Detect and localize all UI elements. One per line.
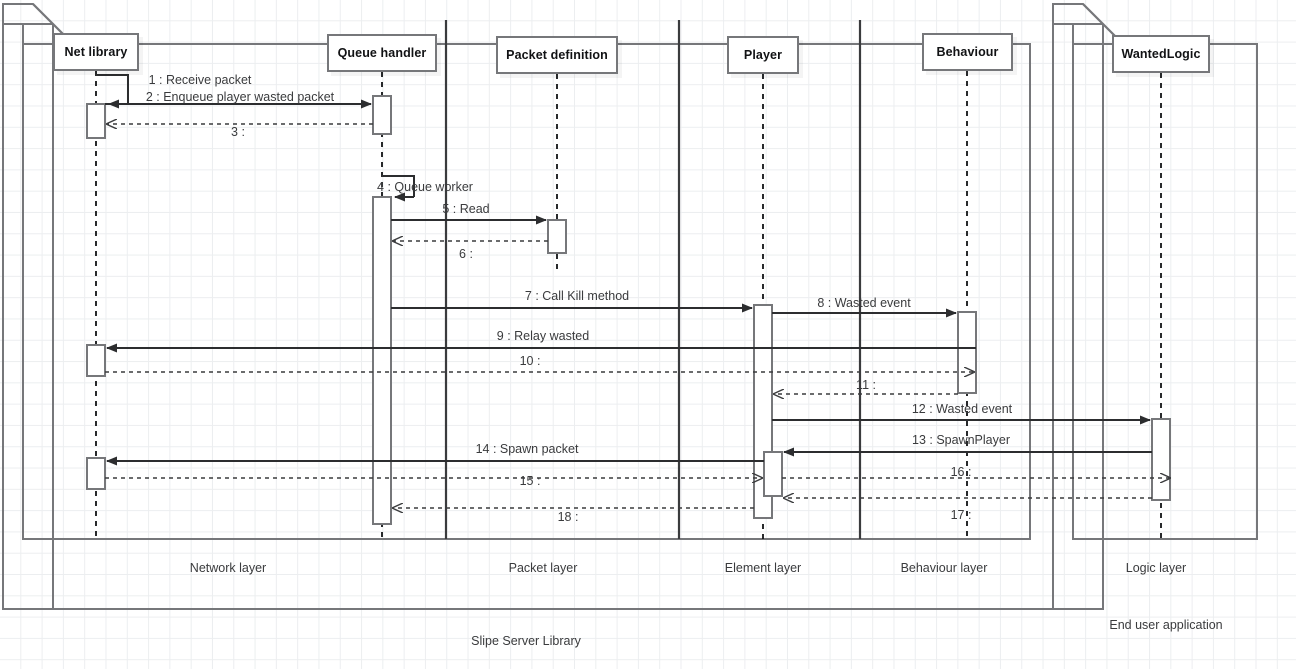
lifeline-header-queue-handler[interactable]: Queue handler bbox=[327, 34, 437, 72]
layer-caption-network-layer: Network layer bbox=[189, 561, 267, 575]
message-label-17: 17 : bbox=[950, 508, 972, 522]
message-label-15: 15 : bbox=[519, 474, 541, 488]
message-label-5: 5 : Read bbox=[442, 202, 490, 216]
message-label-7: 7 : Call Kill method bbox=[524, 289, 630, 303]
layer-caption-element-layer: Element layer bbox=[724, 561, 802, 575]
message-label-3: 3 : bbox=[231, 125, 245, 139]
lifeline-header-net-library[interactable]: Net library bbox=[53, 33, 139, 71]
activation-net-library-1 bbox=[86, 103, 106, 139]
activation-packet-def-1 bbox=[547, 219, 567, 254]
message-label-9: 9 : Relay wasted bbox=[496, 329, 590, 343]
frame-caption-slipe-server-library: Slipe Server Library bbox=[471, 634, 581, 648]
frame-end-user-application bbox=[1052, 3, 1104, 610]
message-label-4: 4 : Queue worker bbox=[377, 180, 473, 194]
layer-caption-behaviour-layer: Behaviour layer bbox=[900, 561, 988, 575]
message-label-13: 13 : SpawnPlayer bbox=[912, 433, 1010, 447]
lifeline-header-behaviour[interactable]: Behaviour bbox=[922, 33, 1013, 71]
lifeline-header-packet-definition[interactable]: Packet definition bbox=[496, 36, 618, 74]
layer-caption-logic-layer: Logic layer bbox=[1125, 561, 1187, 575]
activation-queue-handler-2 bbox=[372, 196, 392, 525]
activation-net-library-2 bbox=[86, 344, 106, 377]
message-label-16: 16 : bbox=[950, 465, 972, 479]
lifeline-header-player[interactable]: Player bbox=[727, 36, 799, 74]
message-4-queue-worker bbox=[382, 175, 415, 202]
message-label-10: 10 : bbox=[519, 354, 541, 368]
message-label-8: 8 : Wasted event bbox=[817, 296, 911, 310]
activation-bars bbox=[86, 95, 1171, 525]
activation-wanted-logic-1 bbox=[1151, 418, 1171, 501]
activation-behaviour-1 bbox=[957, 311, 977, 394]
message-label-6: 6 : bbox=[459, 247, 473, 261]
lifelines bbox=[95, 71, 1162, 539]
activation-player-2 bbox=[763, 451, 783, 497]
frame-caption-end-user-application: End user application bbox=[1109, 618, 1223, 632]
layer-caption-packet-layer: Packet layer bbox=[508, 561, 578, 575]
message-label-14: 14 : Spawn packet bbox=[475, 442, 579, 456]
lifeline-header-wanted-logic[interactable]: WantedLogic bbox=[1112, 35, 1210, 73]
activation-net-library-3 bbox=[86, 457, 106, 490]
frame-slipe-server-library bbox=[2, 3, 54, 610]
message-label-12: 12 : Wasted event bbox=[911, 402, 1013, 416]
message-label-18: 18 : bbox=[557, 510, 579, 524]
message-label-11: 11 : bbox=[856, 378, 876, 392]
message-label-1: 1 : Receive packet bbox=[148, 73, 252, 87]
message-1-receive-packet bbox=[96, 74, 129, 109]
message-label-2: 2 : Enqueue player wasted packet bbox=[145, 90, 335, 104]
activation-queue-handler-1 bbox=[372, 95, 392, 135]
